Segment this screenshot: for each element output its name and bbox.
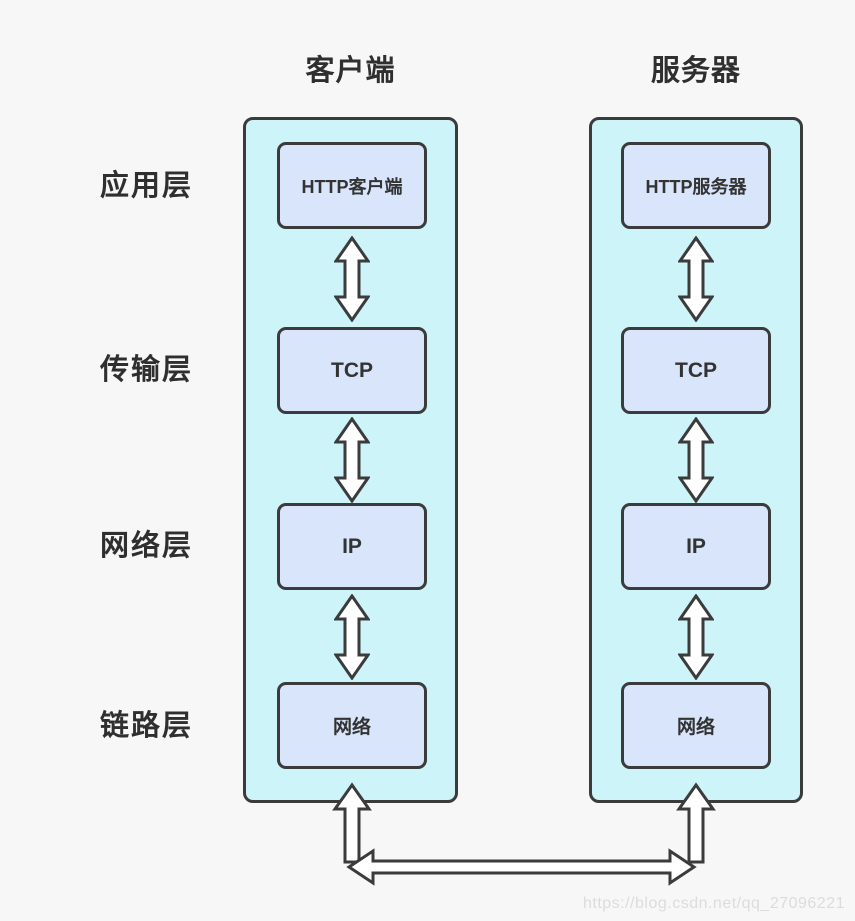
double-arrow-vertical-icon <box>678 236 714 322</box>
row-label-application-layer: 应用层 <box>100 170 194 202</box>
server-box-tcp-label: TCP <box>675 358 717 382</box>
client-box-http: HTTP客户端 <box>277 142 427 229</box>
watermark-url: https://blog.csdn.net/qq_27096221 <box>582 895 845 912</box>
client-box-network: 网络 <box>277 682 427 769</box>
double-arrow-vertical-icon <box>334 236 370 322</box>
up-arrow-icon <box>676 782 716 864</box>
bottom-link-connector <box>332 782 716 886</box>
server-box-tcp: TCP <box>621 327 771 414</box>
double-arrow-vertical-icon <box>678 594 714 680</box>
client-box-http-label: HTTP客户端 <box>301 176 403 197</box>
client-box-ip: IP <box>277 503 427 590</box>
server-box-network-label: 网络 <box>676 717 715 738</box>
double-arrow-vertical-icon <box>334 594 370 680</box>
client-box-network-label: 网络 <box>332 717 371 738</box>
server-column-header: 服务器 <box>650 55 741 87</box>
row-label-transport-layer: 传输层 <box>100 354 194 386</box>
row-label-link-layer: 链路层 <box>100 710 194 742</box>
server-box-ip-label: IP <box>686 534 706 558</box>
double-arrow-vertical-icon <box>334 417 370 503</box>
row-label-network-layer: 网络层 <box>100 530 194 562</box>
server-box-ip: IP <box>621 503 771 590</box>
server-box-http-label: HTTP服务器 <box>645 176 747 197</box>
up-arrow-icon <box>332 782 372 864</box>
double-arrow-horizontal-icon <box>346 848 697 886</box>
client-box-ip-label: IP <box>342 534 362 558</box>
client-box-tcp: TCP <box>277 327 427 414</box>
client-box-tcp-label: TCP <box>331 358 373 382</box>
server-box-network: 网络 <box>621 682 771 769</box>
server-box-http: HTTP服务器 <box>621 142 771 229</box>
double-arrow-vertical-icon <box>678 417 714 503</box>
client-column-header: 客户端 <box>305 55 396 87</box>
